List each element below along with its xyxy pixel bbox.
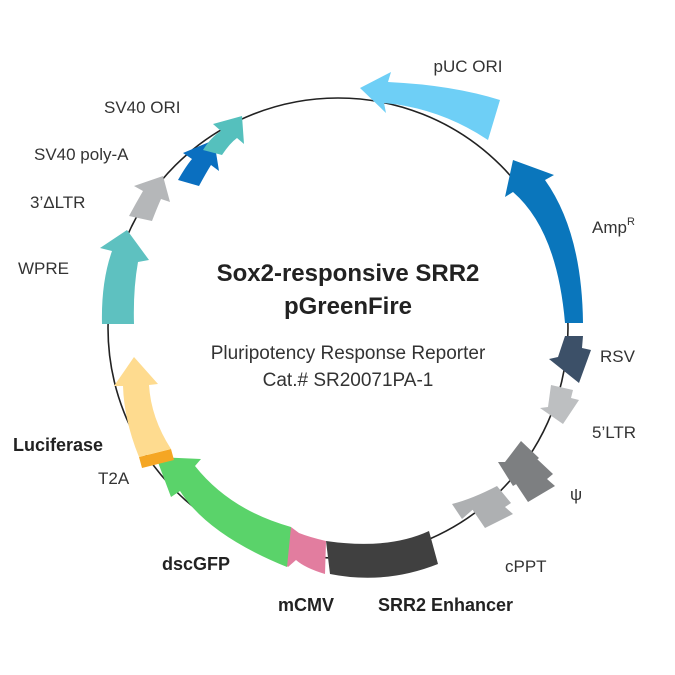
plasmid-title-line2: pGreenFire xyxy=(284,293,412,320)
dscgfp-arrow xyxy=(156,457,291,567)
catalog-number: Cat.# SR20071PA-1 xyxy=(263,370,434,391)
psi-label: ψ xyxy=(570,485,582,504)
sv40-ori-arrow xyxy=(203,116,244,155)
amp-arrow xyxy=(505,160,583,323)
t2a-label: T2A xyxy=(98,469,130,488)
srr2-enhancer-block xyxy=(326,531,438,578)
amp-label: AmpR xyxy=(592,216,635,237)
luciferase-label: Luciferase xyxy=(13,435,103,455)
sv40-ori-label: SV40 ORI xyxy=(104,98,181,117)
plasmid-title-line1: Sox2-responsive SRR2 xyxy=(217,260,480,287)
ltr3-arrow xyxy=(129,176,170,221)
puc-ori-arrow xyxy=(360,72,500,140)
wpre-arrow xyxy=(100,230,149,324)
srr2-enhancer-label: SRR2 Enhancer xyxy=(378,595,513,615)
rsv-label: RSV xyxy=(600,347,636,366)
wpre-label: WPRE xyxy=(18,259,69,278)
psi-arrow-back xyxy=(512,458,555,502)
ltr3-label: 3’ΔLTR xyxy=(30,193,85,212)
t2a-band xyxy=(139,449,174,468)
mcmv-label: mCMV xyxy=(278,595,334,615)
luciferase-arrow xyxy=(114,357,171,457)
dscgfp-label: dscGFP xyxy=(162,554,230,574)
cppt-arrow xyxy=(452,486,513,528)
ltr5-label: 5’LTR xyxy=(592,423,636,442)
sv40-polya-label: SV40 poly-A xyxy=(34,145,129,164)
amp-label-main: Amp xyxy=(592,218,627,237)
puc-ori-label: pUC ORI xyxy=(434,57,503,76)
ltr5-arrow xyxy=(540,385,579,424)
rsv-arrow xyxy=(549,336,591,383)
cppt-label: cPPT xyxy=(505,557,547,576)
amp-label-sup: R xyxy=(627,216,635,228)
plasmid-subtitle: Pluripotency Response Reporter xyxy=(211,343,486,364)
